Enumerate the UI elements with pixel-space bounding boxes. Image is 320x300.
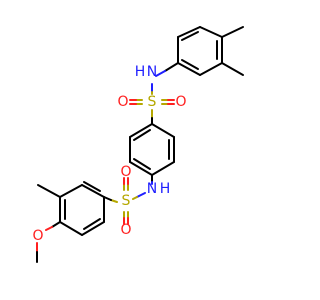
atom-labels: N H S O O N H S O O O [32,64,186,244]
bond [151,123,175,138]
bond [132,196,138,200]
bond [199,62,223,76]
lower-aryl-ring [36,181,105,263]
bond [136,192,146,198]
oxygen-label: O [175,94,186,110]
bond [83,218,101,230]
bond [151,161,175,176]
bond [110,199,118,203]
bond [164,62,179,72]
molecule-diagram: N H S O O N H S O O O [32,26,244,263]
sulfur-label: S [122,193,131,209]
bond [81,221,105,236]
bond [181,59,199,70]
sulfur-label: S [148,94,157,110]
bond [45,226,53,231]
bond [133,158,151,170]
bond [59,184,83,198]
bond [103,196,112,201]
lower-sulfonamide [103,174,153,225]
oxygen-label: O [120,164,131,180]
bond [155,70,166,77]
hydrogen-label: H [160,181,171,197]
hydrogen-label: H [135,64,146,80]
bond [177,62,201,76]
upper-sulfonamide [129,62,179,125]
nitrogen-label: N [147,181,157,197]
bond [83,181,101,192]
oxygen-label: O [120,222,131,238]
nitrogen-label: N [147,64,157,80]
bond [81,184,105,198]
bond [181,31,199,41]
central-ring [129,123,175,176]
methyl-bond [221,62,244,76]
top-aryl-ring [177,26,244,76]
bond [133,129,151,141]
methyl-bond [37,184,61,198]
oxygen-label: O [32,228,43,244]
bond [199,26,223,38]
bond [129,123,153,138]
bond [177,26,201,38]
bond [59,221,83,236]
methyl-bond [221,26,244,38]
structure-svg: N H S O O N H S O O O [32,26,244,263]
bond [51,221,61,228]
oxygen-label: O [117,94,128,110]
bond [129,161,153,176]
